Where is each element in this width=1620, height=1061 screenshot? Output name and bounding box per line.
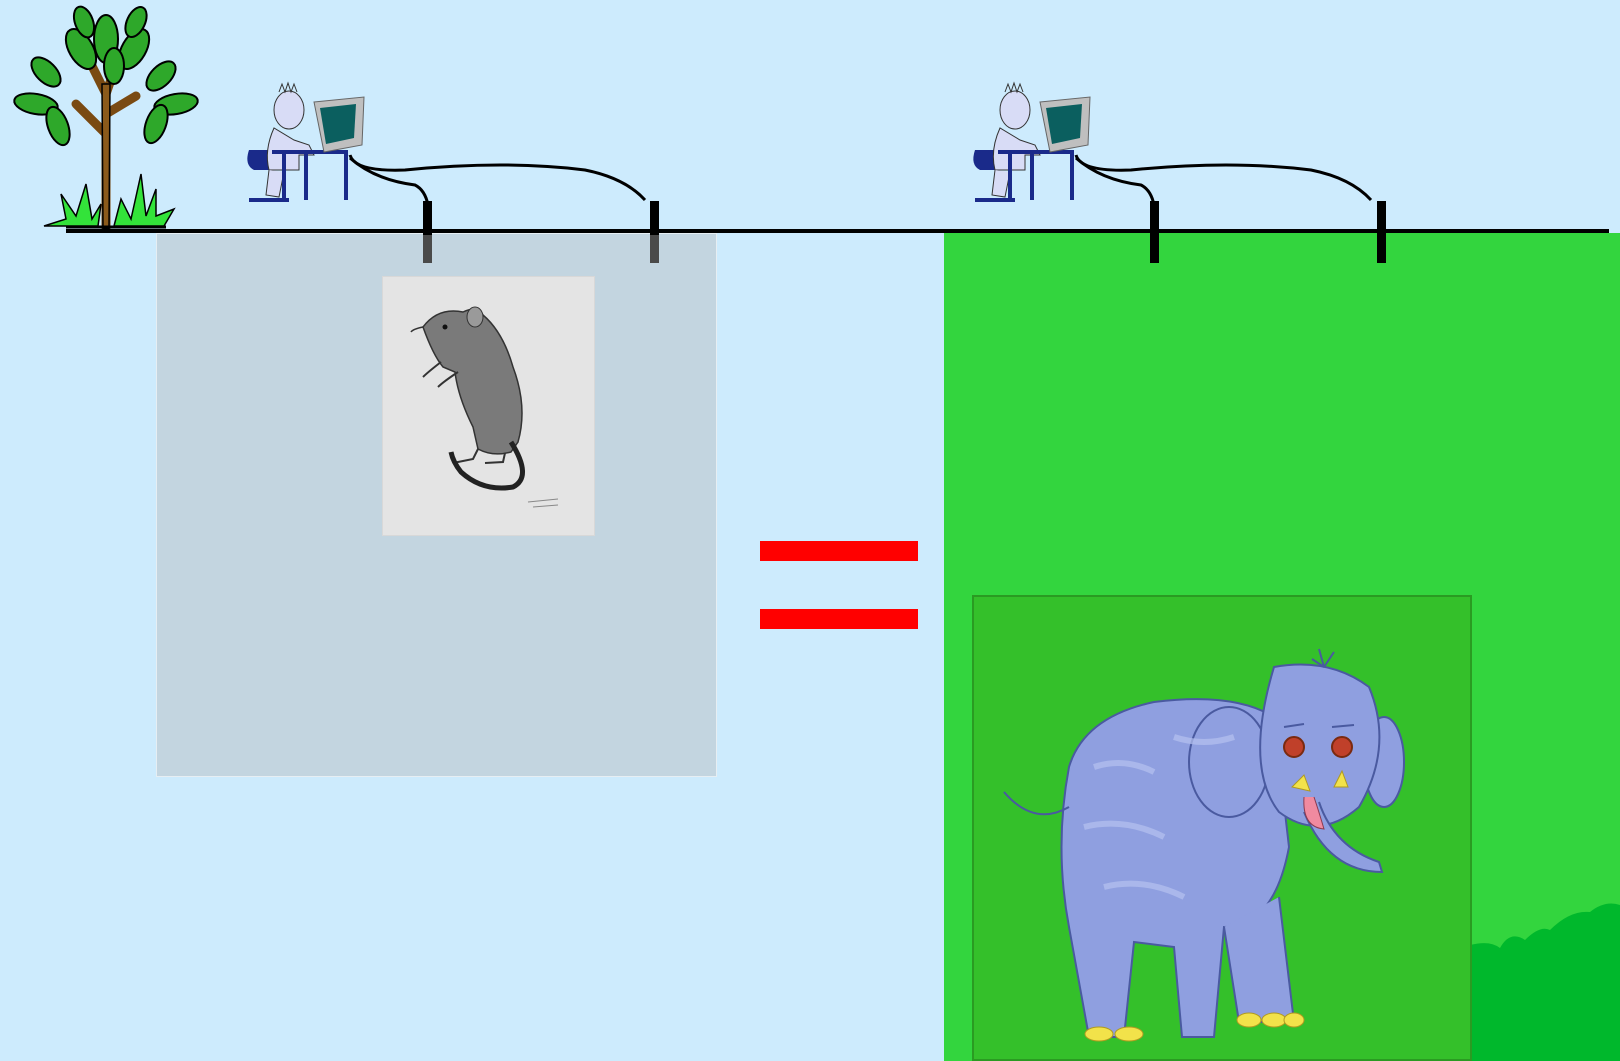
- clip: [650, 201, 659, 235]
- clip: [650, 235, 659, 263]
- hill-shape: [1470, 903, 1620, 1061]
- clip: [1150, 201, 1159, 263]
- equals-sign-top-bar: [760, 541, 918, 561]
- elephant-drawing-frame: [972, 595, 1472, 1061]
- computer-user-icon: [973, 81, 1091, 202]
- rat-drawing: [410, 306, 559, 508]
- cable: [1074, 154, 1373, 206]
- clip: [423, 235, 432, 263]
- clip: [423, 201, 432, 235]
- tree-icon: [13, 5, 199, 232]
- equals-sign-bottom-bar: [760, 609, 918, 629]
- computer-user-icon: [247, 81, 365, 202]
- elephant-drawing: [1003, 648, 1405, 1042]
- clip: [1377, 201, 1386, 263]
- ground-line: [66, 229, 1609, 233]
- rat-drawing-frame: [382, 276, 595, 536]
- cable: [348, 154, 647, 206]
